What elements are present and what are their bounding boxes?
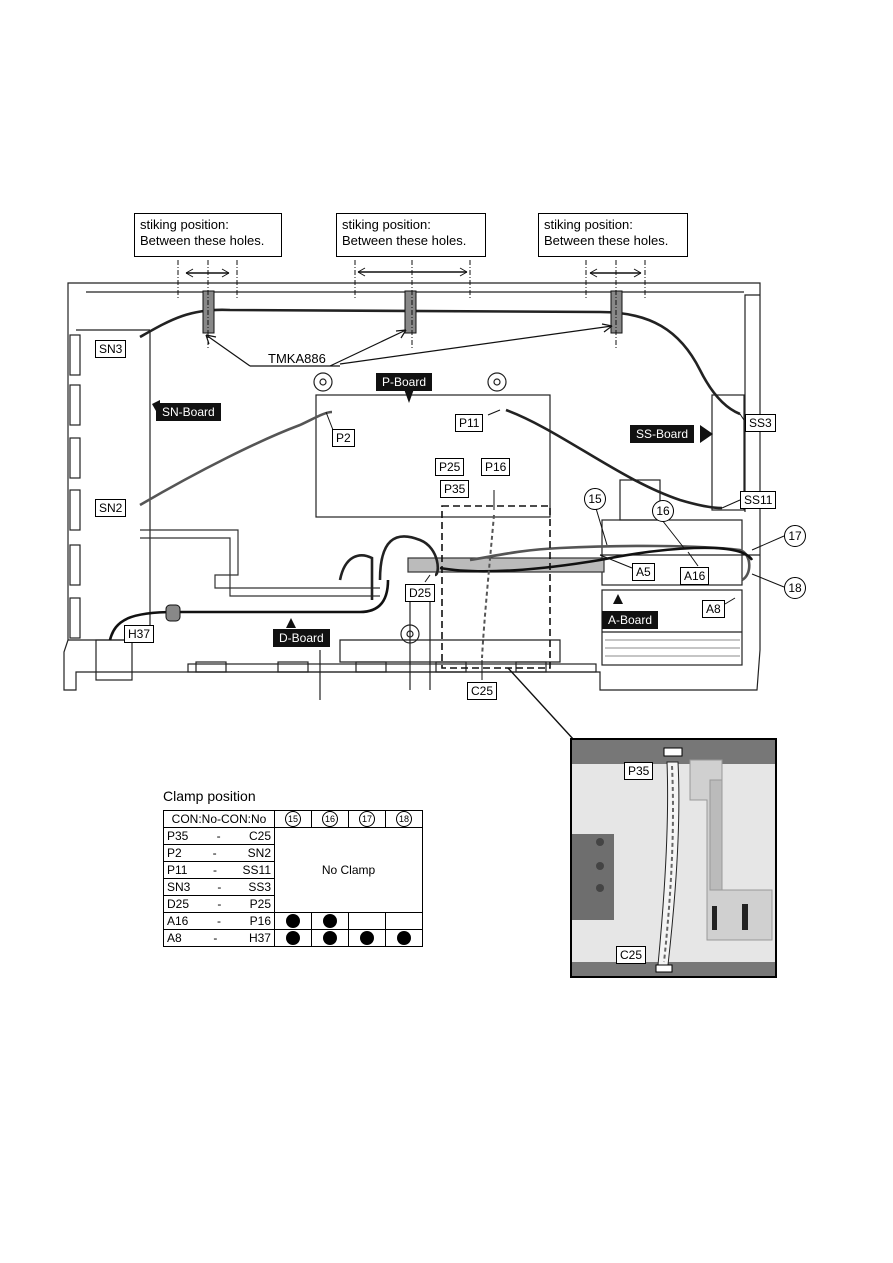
- row-separator: -: [217, 914, 221, 928]
- row-from: D25: [167, 897, 190, 911]
- row-from: P2: [167, 846, 182, 860]
- clamp-18-header-circle: 18: [396, 811, 412, 827]
- striking-callout-3-line2: Between these holes.: [544, 233, 669, 248]
- clamp-cell: [311, 912, 349, 930]
- connector-p25: P25: [435, 458, 465, 476]
- striking-callout-3-line1: stiking position:: [544, 217, 633, 232]
- clamp-16-header-circle: 16: [322, 811, 338, 827]
- table-header-clamp-18: 18: [385, 810, 423, 828]
- clamp-15-header-circle: 15: [285, 811, 301, 827]
- part-number-label: TMKA886: [268, 351, 326, 366]
- connector-ss11: SS11: [740, 491, 777, 509]
- connector-a8: A8: [702, 600, 725, 618]
- zoom-indicator: [441, 505, 575, 741]
- table-row: P35 - C25 No Clamp: [163, 827, 423, 913]
- clamp-17-marker: 17: [784, 525, 806, 547]
- connector-p11: P11: [455, 414, 484, 432]
- connector-h37: H37: [124, 625, 155, 643]
- striking-callout-2-line2: Between these holes.: [342, 233, 467, 248]
- connector-a5: A5: [632, 563, 655, 581]
- detail-inset-artwork: [572, 740, 775, 976]
- row-separator: -: [217, 897, 222, 911]
- table-row: A16 - P16: [163, 912, 423, 930]
- clamp-cell: [385, 929, 423, 947]
- clamp-used-dot: [286, 914, 300, 929]
- row-from: A8: [167, 931, 182, 945]
- row-separator: -: [212, 846, 217, 860]
- connector-p16: P16: [481, 458, 511, 476]
- clamp-cell: [348, 929, 386, 947]
- p-board-label: P-Board: [376, 373, 433, 391]
- detail-inset: P35 C25: [570, 738, 777, 978]
- chassis-frame: [63, 282, 761, 700]
- striking-callout-2: stiking position: Between these holes.: [336, 213, 486, 257]
- clamp-used-dot: [323, 914, 337, 929]
- striking-markers: [177, 260, 646, 350]
- table-header-clamp-16: 16: [311, 810, 349, 828]
- clamp-position-table: CON:No-CON:No 15 16 17 18 P35 - C25 No Cla…: [163, 810, 423, 947]
- no-clamp-text: No Clamp: [321, 863, 376, 877]
- connector-ss3: SS3: [745, 414, 776, 432]
- clamp-18-marker: 18: [784, 577, 806, 599]
- inset-connector-c25: C25: [616, 946, 647, 964]
- table-row: P11 - SS11: [163, 861, 423, 879]
- table-header-clamp-17: 17: [348, 810, 386, 828]
- striking-callout-2-line1: stiking position:: [342, 217, 431, 232]
- no-clamp-cell: No Clamp: [274, 827, 423, 913]
- table-row: A8 - H37: [163, 929, 423, 947]
- row-separator: -: [216, 829, 221, 843]
- clamp-table-title: Clamp position: [163, 788, 256, 804]
- connector-a16: A16: [680, 567, 710, 585]
- wires: [108, 308, 754, 659]
- clamp-cell: [274, 912, 312, 930]
- row-from: P11: [167, 863, 188, 877]
- clamp-used-dot: [397, 931, 411, 946]
- connector-p35: P35: [440, 480, 470, 498]
- row-to: P16: [249, 914, 271, 928]
- row-to: P25: [249, 897, 271, 911]
- row-separator: -: [213, 931, 218, 945]
- sn-board-label: SN-Board: [156, 403, 221, 421]
- d-board-label: D-Board: [273, 629, 330, 647]
- clamp-cell: [274, 929, 312, 947]
- row-to: SS11: [242, 863, 271, 877]
- table-header-row: CON:No-CON:No 15 16 17 18: [163, 810, 423, 828]
- clamp-cell: [348, 912, 386, 930]
- striking-callout-1: stiking position: Between these holes.: [134, 213, 282, 257]
- row-from: SN3: [167, 880, 191, 894]
- a-board-label: A-Board: [602, 611, 659, 629]
- clamp-15-marker: 15: [584, 488, 606, 510]
- row-to: SS3: [248, 880, 271, 894]
- striking-callout-1-line1: stiking position:: [140, 217, 229, 232]
- tmka-leaders: [205, 323, 613, 367]
- row-from: A16: [167, 914, 189, 928]
- clamp-cell: [385, 912, 423, 930]
- connector-sn3: SN3: [95, 340, 127, 358]
- connector-leaders: [325, 409, 785, 680]
- row-to: H37: [248, 931, 271, 945]
- inset-connector-p35: P35: [624, 762, 654, 780]
- row-from: P35: [167, 829, 189, 843]
- clamp-16-marker: 16: [652, 500, 674, 522]
- connector-c25: C25: [467, 682, 498, 700]
- clamp-cell: [311, 929, 349, 947]
- clamp-used-dot: [286, 931, 300, 946]
- table-header-connectors: CON:No-CON:No: [163, 810, 275, 828]
- connector-sn2: SN2: [95, 499, 127, 517]
- ss-board-label: SS-Board: [630, 425, 695, 443]
- clamp-17-header-circle: 17: [359, 811, 375, 827]
- flat-cables: [140, 529, 605, 597]
- row-to: C25: [248, 829, 271, 843]
- table-header-clamp-15: 15: [274, 810, 312, 828]
- connector-p2: P2: [332, 429, 355, 447]
- row-to: SN2: [247, 846, 271, 860]
- clamp-used-dot: [360, 931, 374, 946]
- striking-callout-1-line2: Between these holes.: [140, 233, 265, 248]
- clamp-used-dot: [323, 931, 337, 946]
- row-separator: -: [217, 880, 222, 894]
- row-separator: -: [213, 863, 217, 877]
- connector-d25: D25: [405, 584, 436, 602]
- striking-callout-3: stiking position: Between these holes.: [538, 213, 688, 257]
